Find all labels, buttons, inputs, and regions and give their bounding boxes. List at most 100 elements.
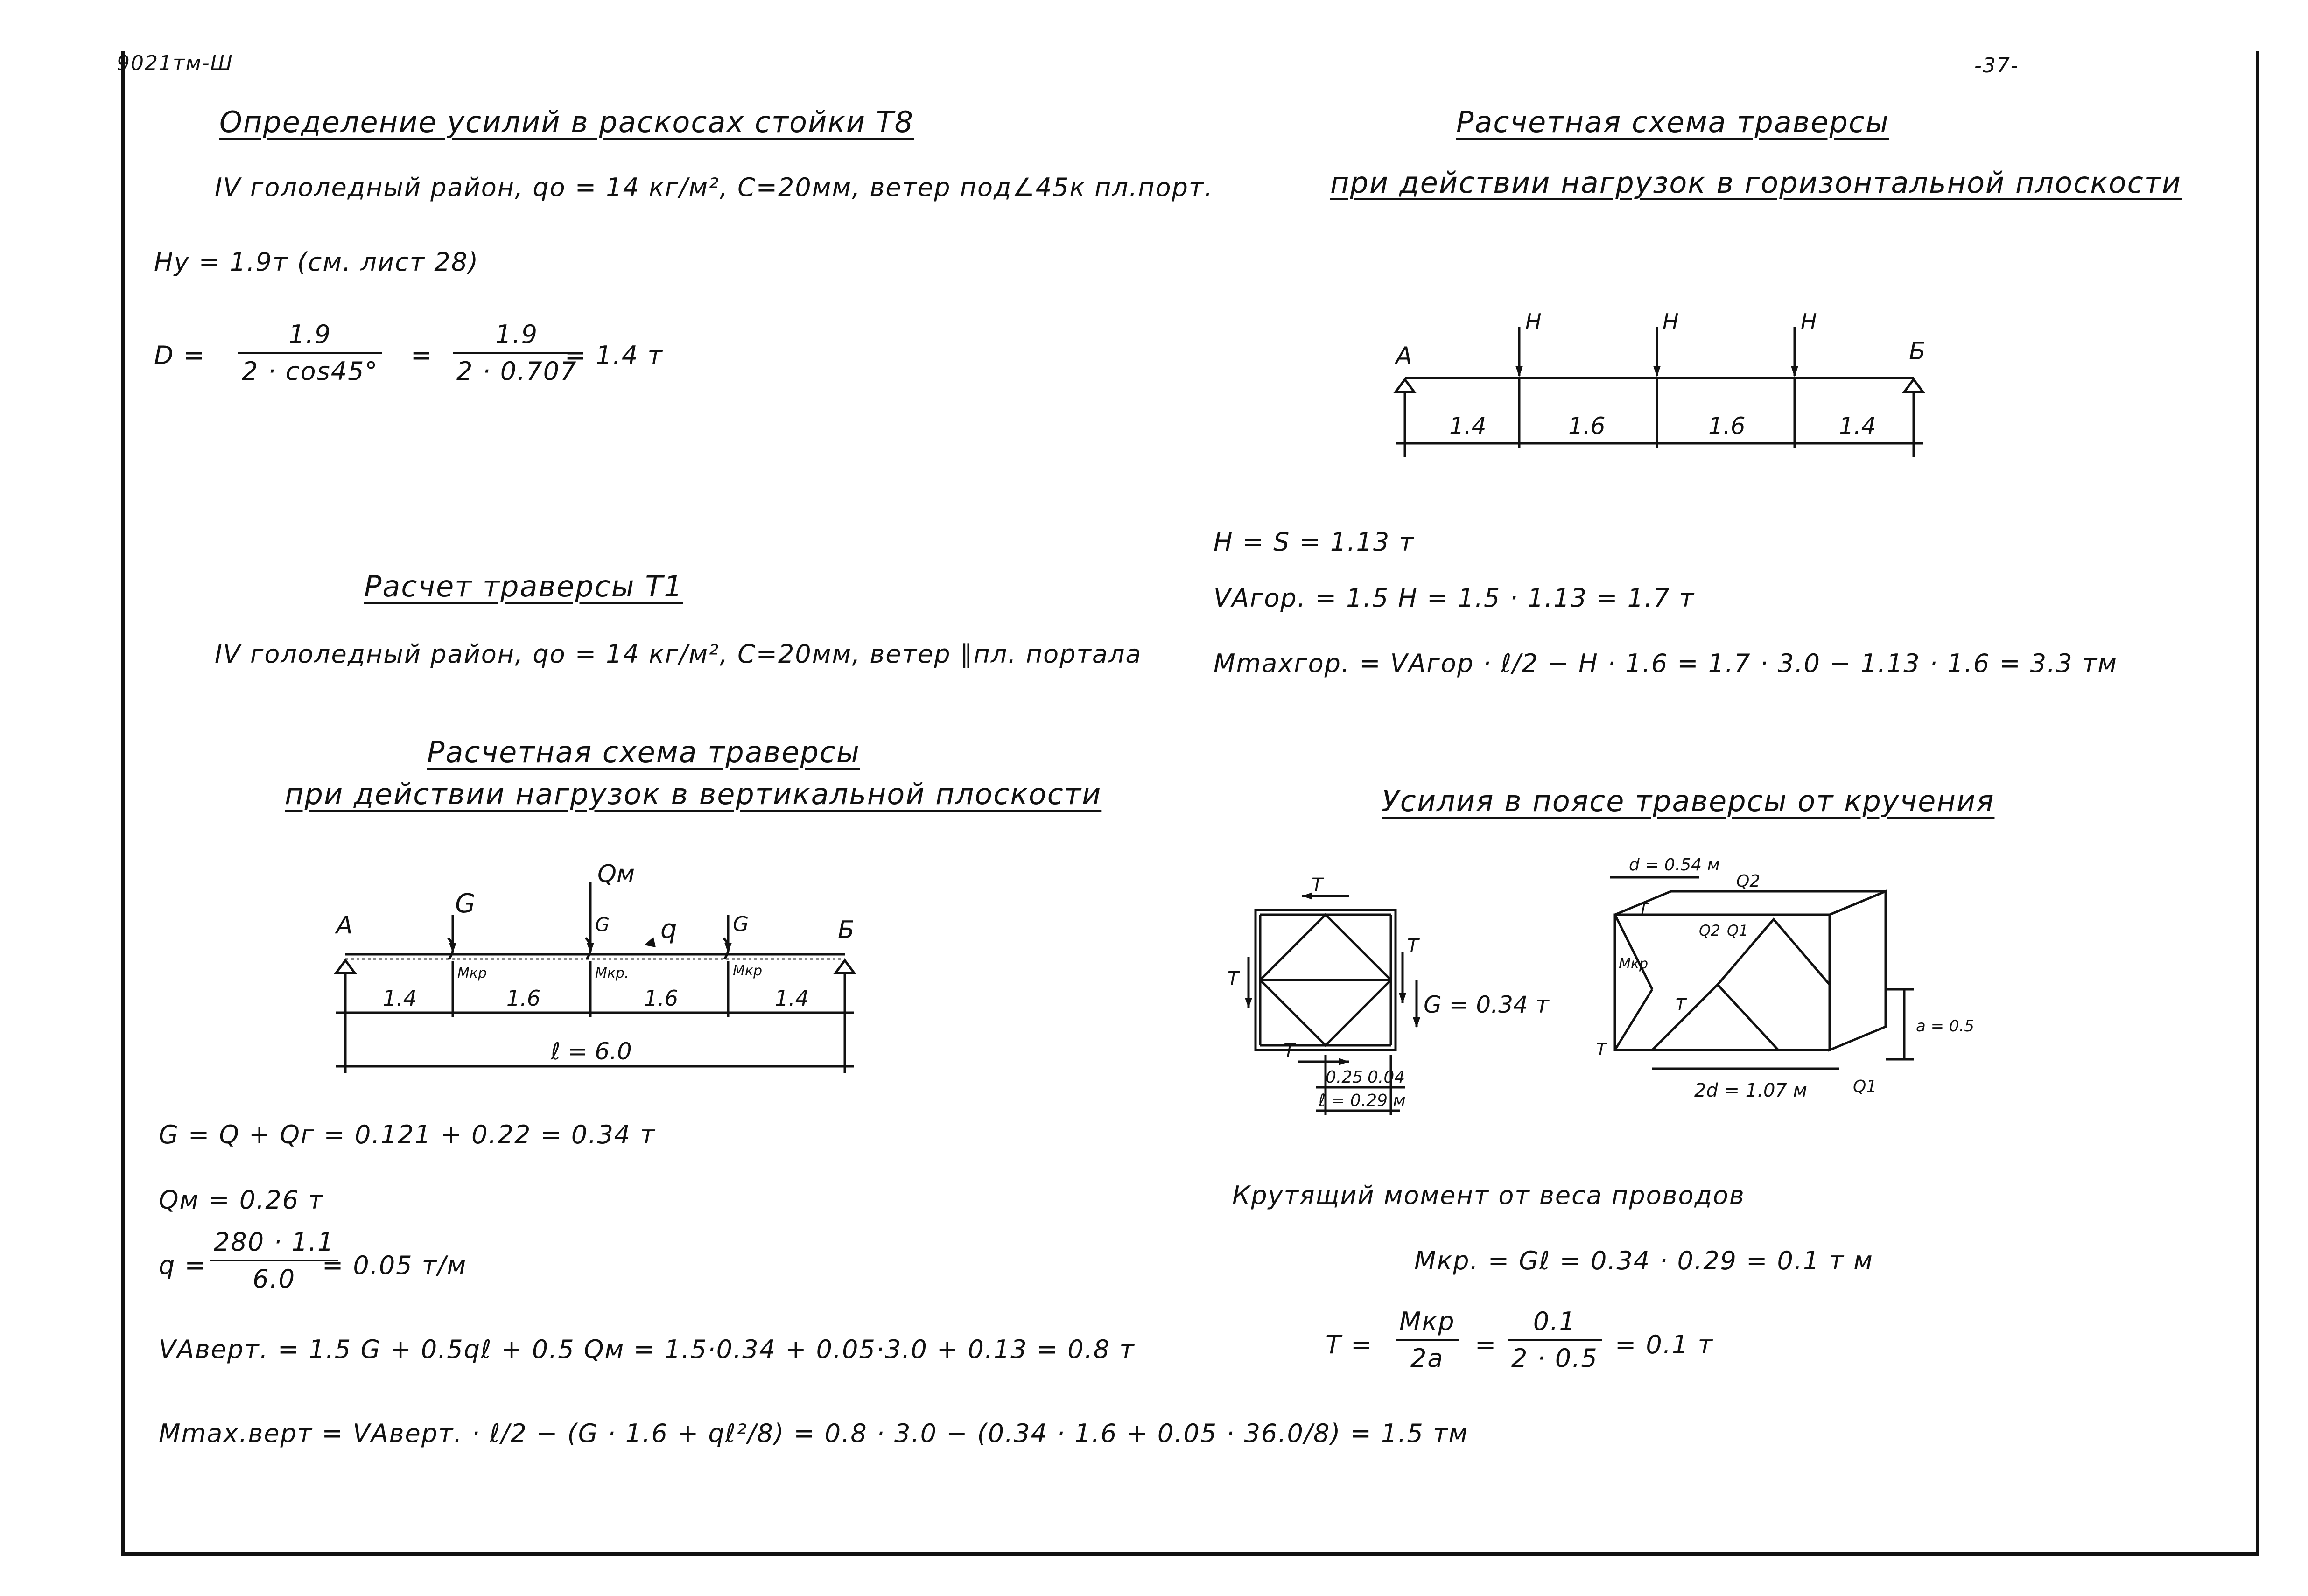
formula-t-fraction-1: Mкр 2a — [1396, 1307, 1459, 1373]
formula-g: G = Q + Qг = 0.121 + 0.22 = 0.34 т — [159, 1120, 656, 1149]
load-qm-label: Qм — [597, 860, 635, 888]
sheet-frame — [121, 51, 2259, 1556]
fraction-denominator: 6.0 — [210, 1260, 338, 1294]
conditions-ice-zone-1: IV гололедный район, qо = 14 кг/м², С=20… — [215, 173, 1214, 202]
vertical-scheme-title-1: Расчетная схема траверсы — [427, 735, 860, 769]
formula-qm: Qм = 0.26 т — [159, 1185, 324, 1215]
box-top-face — [1614, 890, 1886, 916]
load-h1-label: H — [1525, 309, 1542, 334]
mkr-label-1: Мкр — [457, 965, 487, 981]
support-a-symbol — [1393, 377, 1417, 393]
horizontal-scheme-title-2: при действии нагрузок в горизонтальной п… — [1330, 166, 2182, 200]
formula-t-fraction-2: 0.1 2 · 0.5 — [1508, 1307, 1602, 1373]
t1-label: T — [1638, 900, 1650, 919]
t-right-label: T — [1407, 935, 1420, 957]
two-d-label: 2d = 1.07 м — [1694, 1080, 1807, 1101]
load-h3-label: H — [1801, 309, 1817, 334]
front-truss-1 — [1651, 983, 1779, 1051]
formula-t-equals: = — [1475, 1330, 1497, 1359]
fraction-numerator: 0.1 — [1533, 1307, 1576, 1336]
formula-d-fraction-1: 1.9 2 · cos45° — [238, 320, 382, 386]
q2-top-label: Q2 — [1736, 872, 1760, 891]
box-front-face — [1613, 913, 1831, 1051]
fraction-numerator: Mкр — [1399, 1307, 1455, 1336]
load-g-label: G — [455, 889, 475, 919]
horizontal-scheme-title-1: Расчетная схема траверсы — [1456, 105, 1889, 139]
formula-t-label: T = — [1326, 1330, 1373, 1359]
g-label: G = 0.34 т — [1424, 991, 1550, 1018]
a-label: a = 0.5 — [1916, 1017, 1974, 1036]
formula-va-vertical: VАверт. = 1.5 G + 0.5qℓ + 0.5 Qм = 1.5·0… — [159, 1335, 1135, 1364]
t-bottom-label: T — [1284, 1040, 1297, 1062]
formula-h: H = S = 1.13 т — [1214, 527, 1415, 557]
mkr-label-2: Мкр. — [595, 965, 629, 981]
formula-mmax-vertical: Mmax.верт = VАверт. · ℓ/2 − (G · 1.6 + q… — [159, 1419, 1469, 1448]
load-h2-label: H — [1663, 309, 1679, 334]
support-b-label: Б — [838, 916, 855, 944]
load-q-label: q — [660, 914, 677, 945]
formula-t-result: = 0.1 т — [1615, 1330, 1713, 1359]
support-a-label: А — [1394, 342, 1412, 370]
support-b-symbol — [1902, 377, 1925, 393]
fraction-denominator: 2a — [1396, 1339, 1459, 1373]
q2-inner-label: Q2 — [1699, 922, 1720, 939]
formula-va-horizontal: VАгор. = 1.5 H = 1.5 · 1.13 = 1.7 т — [1214, 583, 1695, 613]
fraction-denominator: 2 · cos45° — [238, 352, 382, 386]
mkr-label: Мкр — [1619, 956, 1648, 972]
q1-top-label: Q1 — [1727, 922, 1748, 939]
dim-label-2: 0.04 — [1368, 1068, 1405, 1087]
formula-d-result: = 1.4 т — [565, 341, 663, 370]
dim-label-1: 0.25 — [1326, 1068, 1363, 1087]
formula-q-label: q = — [159, 1251, 207, 1280]
support-a-symbol — [334, 958, 357, 974]
formula-d-fraction-2: 1.9 2 · 0.707 — [453, 320, 581, 386]
formula-q-fraction: 280 · 1.1 6.0 — [210, 1227, 338, 1294]
span-3-label: 1.6 — [1708, 413, 1746, 440]
fraction-denominator: 2 · 0.707 — [453, 352, 581, 386]
support-b-label: Б — [1909, 337, 1926, 365]
box-side-face — [1828, 889, 1887, 1052]
heading-diagonal-forces: Определение усилий в раскосах стойки Т8 — [219, 105, 914, 139]
isometric-diagram: d = 0.54 м Q2 Q2 Q1 Q1 Мкр T T T a = 0.5… — [1596, 855, 1974, 1101]
torque-title: Крутящий момент от веса проводов — [1232, 1181, 1745, 1210]
load-g3-label: G — [733, 912, 749, 936]
formula-mkr: Mкр. = Gℓ = 0.34 · 0.29 = 0.1 т м — [1414, 1246, 1873, 1275]
conditions-ice-zone-2: IV гололедный район, qо = 14 кг/м², С=20… — [215, 639, 1142, 669]
page-number: -37- — [1974, 54, 2019, 77]
d-label: d = 0.54 м — [1629, 855, 1720, 875]
span-1-label: 1.4 — [1449, 413, 1487, 440]
t-left-label: T — [1228, 968, 1241, 989]
t2-label: T — [1676, 995, 1687, 1015]
formula-d-equals: = — [411, 341, 433, 370]
span-2-label: 1.6 — [1568, 413, 1606, 440]
heading-traverse-calc: Расчет траверсы Т1 — [364, 569, 683, 603]
t-top-label: T — [1312, 875, 1325, 896]
fraction-numerator: 1.9 — [288, 320, 332, 349]
support-a-label: А — [335, 911, 353, 939]
support-b-symbol — [833, 958, 856, 974]
dim-label-b: ℓ = 0.29 м — [1318, 1091, 1406, 1110]
t3-label: T — [1596, 1040, 1608, 1059]
section-square — [1254, 909, 1397, 1051]
formula-hy: Hу = 1.9т (см. лист 28) — [154, 247, 479, 277]
total-length-label: ℓ = 6.0 — [550, 1038, 632, 1065]
formula-d-label: D = — [154, 341, 205, 370]
span-1-label: 1.4 — [383, 986, 417, 1011]
cross-section-diagram: T T T T G = 0.34 т 0.25 0.04 ℓ = 0.29 м — [1228, 875, 1550, 1115]
section-rhombus — [1258, 913, 1393, 1047]
doc-code: 9021тм-Ш — [117, 51, 233, 75]
heading-torsion: Усилия в поясе траверсы от кручения — [1382, 784, 1995, 818]
span-3-label: 1.6 — [644, 986, 678, 1011]
vertical-load-scheme: А Б G Qм G G q Мкр Мкр. Мкр 1.4 1.6 1.6 … — [334, 860, 856, 1073]
fraction-numerator: 1.9 — [495, 320, 539, 349]
horizontal-load-scheme: А Б H H H 1.4 1.6 1.6 1.4 — [1393, 309, 1926, 457]
mkr-label-3: Мкр — [733, 963, 762, 979]
front-truss-2 — [1717, 917, 1831, 986]
formula-mmax-horizontal: Mmaxгор. = VАгор · ℓ/2 − H · 1.6 = 1.7 ·… — [1214, 649, 2118, 678]
q1-bottom-label: Q1 — [1853, 1077, 1877, 1096]
span-4-label: 1.4 — [1839, 413, 1876, 440]
fraction-denominator: 2 · 0.5 — [1508, 1339, 1602, 1373]
span-2-label: 1.6 — [506, 986, 540, 1011]
vertical-scheme-title-2: при действии нагрузок в вертикальной пло… — [285, 777, 1102, 811]
